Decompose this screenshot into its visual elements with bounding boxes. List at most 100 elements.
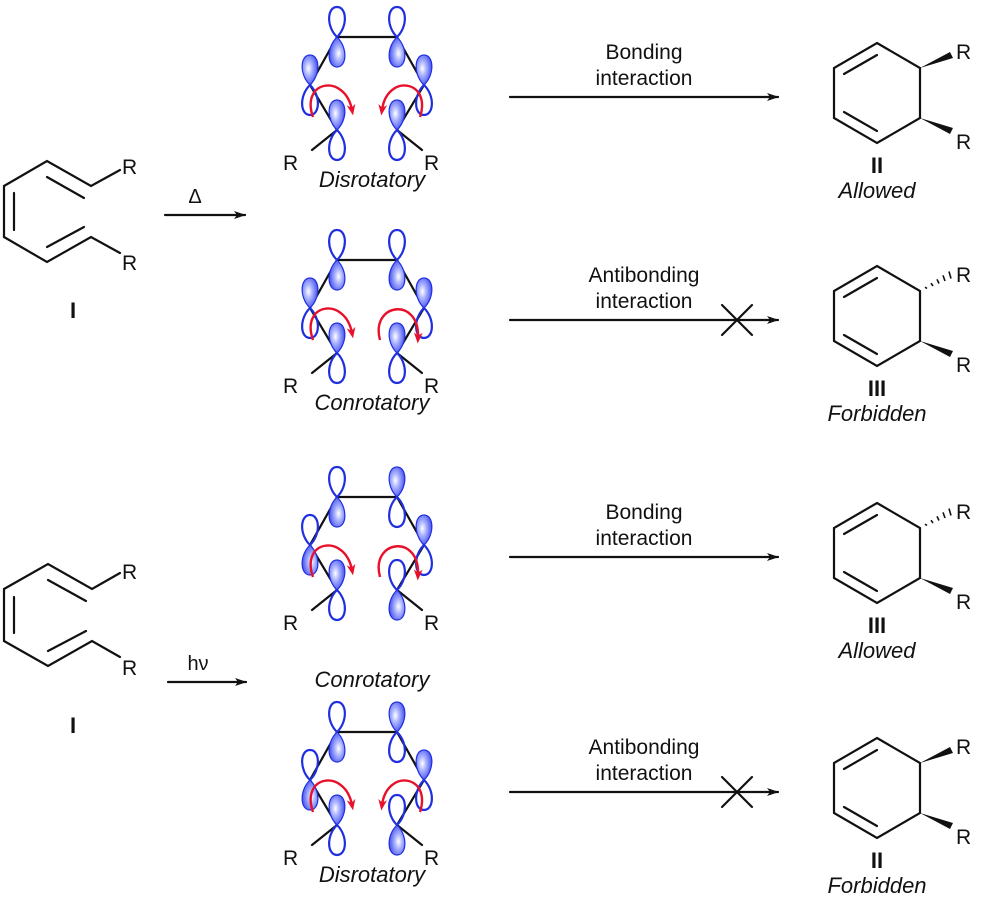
reaction-block-thermal: R R I Δ <box>2 156 247 323</box>
substituent-r: R <box>424 152 439 175</box>
condition-heat: Δ <box>188 186 201 208</box>
double-bond <box>842 805 879 828</box>
orbital-lobe <box>388 351 406 385</box>
p-orbital <box>301 54 319 117</box>
ring <box>832 736 922 840</box>
orbital-lobe <box>388 589 406 621</box>
orbital-lobe <box>328 465 346 499</box>
orbital-lobe <box>388 5 406 39</box>
orbital-lobe <box>328 823 346 857</box>
p-orbital <box>328 700 346 763</box>
orbital-lobe <box>415 514 433 546</box>
orbital-lobe <box>388 99 406 131</box>
p-orbital-terminus <box>388 793 406 856</box>
p-orbital <box>388 701 406 764</box>
product-label: III <box>868 376 886 401</box>
orbital-lobe <box>415 749 433 781</box>
hash-line <box>930 282 934 287</box>
bond <box>308 35 339 152</box>
p-orbital-terminus <box>388 558 406 621</box>
verdict-label: Allowed <box>836 638 916 663</box>
hash-line <box>936 278 940 284</box>
p-orbital <box>415 277 433 340</box>
p-orbital-terminus <box>388 99 406 162</box>
substituent-r: R <box>122 657 137 680</box>
bond <box>395 495 426 612</box>
double-bond <box>842 110 879 133</box>
rotation-arrow <box>309 307 356 341</box>
orbital-lobe <box>388 558 406 592</box>
orbital-lobe <box>301 277 319 309</box>
wedge-bond <box>920 747 953 763</box>
rotation-arrow <box>377 308 423 344</box>
orbital-lobe <box>388 228 406 262</box>
substituent-r: R <box>283 847 298 870</box>
p-orbital <box>388 5 406 68</box>
orbital-lobe <box>301 513 319 547</box>
verdict-label: Forbidden <box>827 873 926 898</box>
bond <box>395 35 426 152</box>
rotation-arrow <box>309 544 356 578</box>
orbital-lobe <box>415 83 433 117</box>
bond <box>308 495 339 612</box>
wedge-bond <box>920 578 953 594</box>
hash-line <box>948 508 952 516</box>
rotation-arrow <box>378 84 424 118</box>
substituent-r: R <box>956 41 971 64</box>
wedge-bond <box>920 52 953 68</box>
wedge-bond <box>920 118 953 134</box>
orbital-lobe <box>388 322 406 354</box>
verdict-label: Forbidden <box>827 401 926 426</box>
substituent-r: R <box>283 152 298 175</box>
blocked-x-icon <box>720 303 754 337</box>
substituent-r: R <box>424 847 439 870</box>
substituent-r: R <box>424 375 439 398</box>
orbital-lobe <box>328 36 346 68</box>
p-orbital <box>328 5 346 68</box>
interaction-label: interaction <box>596 527 693 550</box>
rotation-arrow <box>377 545 423 581</box>
hash-line <box>936 515 940 521</box>
orbital-lobe <box>415 543 433 577</box>
product-label: II <box>871 848 883 873</box>
hash-line <box>930 519 934 524</box>
orbital-lobe <box>415 306 433 340</box>
orbital-lobe <box>328 700 346 734</box>
p-orbital <box>328 228 346 291</box>
double-bond <box>842 748 879 771</box>
hash-line <box>948 271 952 279</box>
rotation-arrow <box>309 779 356 813</box>
bond <box>308 258 339 375</box>
hash-bond <box>924 508 952 527</box>
substituent-r: R <box>122 156 137 179</box>
product-label: III <box>868 613 886 638</box>
substituent-r: R <box>956 826 971 849</box>
p-orbital <box>301 277 319 340</box>
bond <box>308 730 339 847</box>
interaction-label: interaction <box>596 67 693 90</box>
orbital-lobe <box>301 306 319 340</box>
orbital-lobe <box>388 466 406 498</box>
interaction-label: interaction <box>596 762 693 785</box>
interaction-label: Bonding <box>605 501 682 524</box>
substituent-r: R <box>956 131 971 154</box>
orbital-lobe <box>415 54 433 86</box>
rotation-mode-label: Disrotatory <box>319 862 427 887</box>
interaction-label: Bonding <box>605 41 682 64</box>
p-orbital-terminus <box>328 794 346 857</box>
p-orbital-terminus <box>328 99 346 162</box>
rotation-mode-label: Conrotatory <box>315 390 432 415</box>
orbital-lobe <box>328 794 346 826</box>
orbital-lobe <box>388 259 406 291</box>
interaction-label: interaction <box>596 290 693 313</box>
